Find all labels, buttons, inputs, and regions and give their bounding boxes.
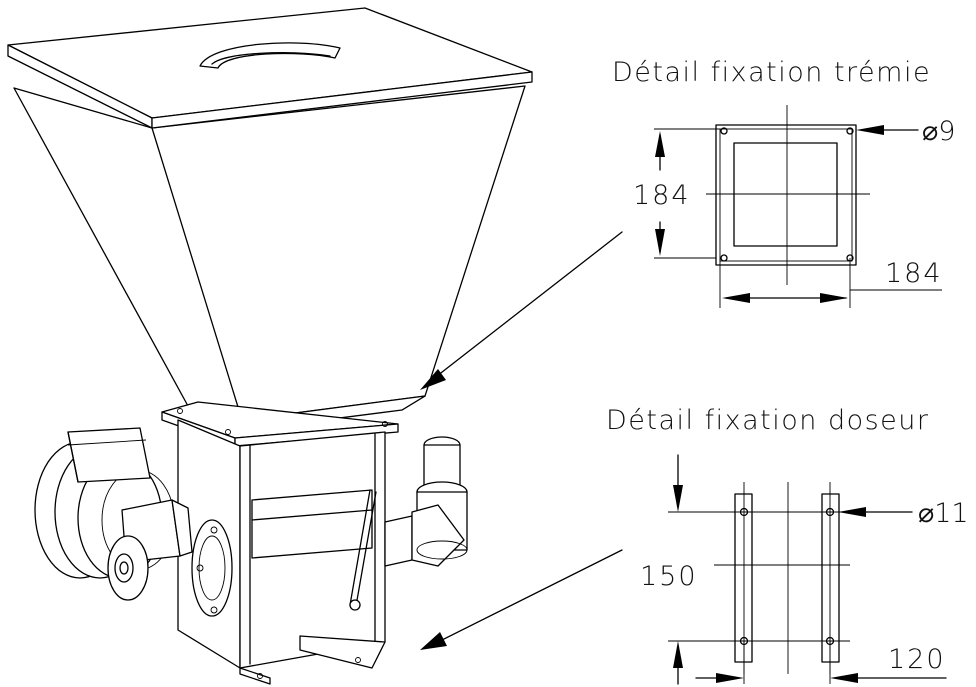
- lid-handle: [199, 42, 341, 69]
- detail-doser-title: Détail fixation doseur: [606, 405, 930, 436]
- detail-hopper-fixing: Détail fixation trémie 184 184 ⌀9: [612, 57, 955, 308]
- detail-doser-fixing: Détail fixation doseur 150 120 ⌀11: [606, 405, 969, 685]
- detail-hopper-dim-vertical: 184: [633, 180, 691, 211]
- machine-assembly: [7, 7, 623, 685]
- hopper-lid: [7, 7, 533, 129]
- detail-hopper-title: Détail fixation trémie: [612, 57, 931, 88]
- detail-hopper-dim-horizontal: 184: [885, 258, 943, 289]
- outlet-spout: [384, 436, 468, 567]
- hopper-funnel: [13, 85, 526, 433]
- detail-hopper-hole-diameter: ⌀9: [922, 116, 955, 147]
- leader-arrows: [420, 231, 623, 650]
- detail-doser-dim-horizontal: 120: [888, 644, 946, 675]
- motor: [34, 427, 233, 617]
- detail-doser-dim-vertical: 150: [640, 561, 698, 592]
- detail-doser-hole-diameter: ⌀11: [918, 498, 969, 529]
